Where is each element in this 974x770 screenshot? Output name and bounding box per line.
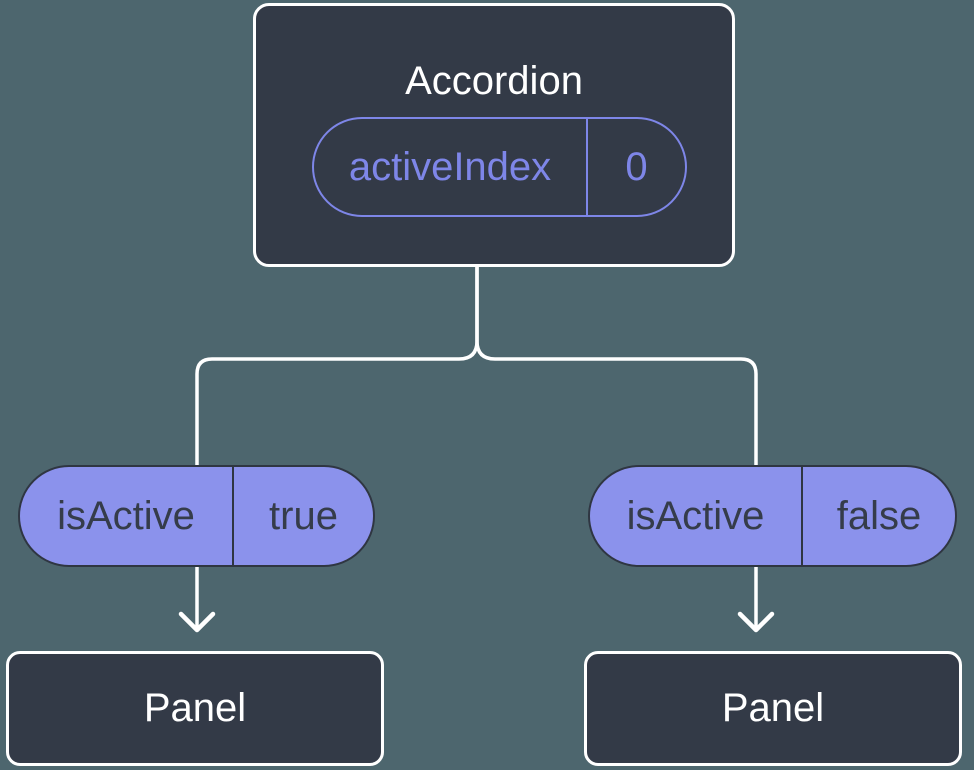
prop-pill-left-label: isActive: [57, 493, 195, 538]
panel-node-left-title: Panel: [143, 686, 247, 730]
accordion-node-title: Accordion: [405, 59, 583, 103]
prop-pill-left-value: true: [232, 467, 373, 565]
state-pill-label: activeIndex: [348, 144, 552, 189]
prop-pill-left: isActive true: [18, 465, 375, 567]
panel-node-right: Panel: [584, 651, 962, 766]
accordion-node: Accordion activeIndex 0: [253, 3, 735, 267]
panel-node-left: Panel: [6, 651, 384, 766]
prop-pill-right-label: isActive: [626, 493, 765, 538]
arrowhead-right-icon: [737, 611, 775, 633]
arrowhead-left-icon: [178, 611, 216, 633]
prop-pill-right-value: false: [801, 467, 955, 565]
connector-right-branch: [475, 267, 758, 627]
state-pill: activeIndex 0: [312, 117, 687, 217]
panel-node-right-title: Panel: [721, 686, 825, 730]
state-pill-value: 0: [586, 119, 685, 215]
connector-left-branch: [195, 267, 479, 627]
prop-pill-right: isActive false: [588, 465, 957, 567]
